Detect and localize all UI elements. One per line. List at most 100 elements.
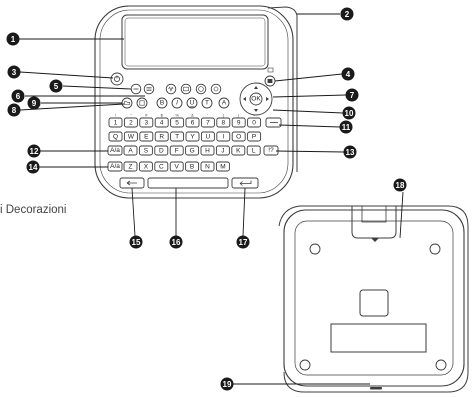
key-u[interactable]: U — [200, 131, 215, 142]
key-label: Q — [113, 133, 118, 140]
key-2[interactable]: 2" — [123, 113, 138, 128]
key-label: O — [236, 133, 241, 140]
key-h[interactable]: H — [200, 145, 215, 156]
key-1[interactable]: 1! — [108, 113, 123, 128]
info-label — [330, 323, 427, 353]
key-3[interactable]: 3# — [139, 113, 154, 128]
key-4[interactable]: 4$ — [154, 113, 169, 128]
key-label: 2 — [129, 119, 133, 126]
key-j[interactable]: J — [215, 145, 230, 156]
key-label: I — [222, 133, 224, 140]
underline-label: U — [190, 100, 195, 107]
callout-14: 14 — [26, 160, 40, 174]
key-7[interactable]: 7' — [200, 113, 215, 128]
key-l[interactable]: L — [246, 145, 261, 156]
text-size-label: T — [205, 100, 209, 107]
key-q[interactable]: Q — [108, 131, 123, 142]
usb-port — [370, 387, 382, 390]
underline-button[interactable] — [186, 97, 198, 109]
key-label: L — [252, 147, 256, 154]
key-y[interactable]: Y — [185, 131, 200, 142]
key-r[interactable]: R — [154, 131, 169, 142]
key-label: T — [175, 133, 179, 140]
key-5[interactable]: 5% — [170, 113, 185, 128]
space-key[interactable] — [147, 177, 229, 189]
italic-button[interactable] — [171, 97, 183, 109]
symbols-key[interactable]: !? — [263, 145, 279, 156]
key-c[interactable]: C — [154, 161, 169, 172]
backspace-key[interactable] — [265, 117, 282, 128]
cursor-left-key[interactable] — [119, 177, 145, 189]
callout-16: 16 — [169, 235, 183, 249]
key-symbol: = — [253, 113, 256, 118]
key-v[interactable]: V — [169, 161, 184, 172]
left-arrow-icon[interactable] — [243, 97, 246, 101]
key-g[interactable]: G — [185, 145, 200, 156]
key-w[interactable]: W — [123, 131, 138, 142]
key-9[interactable]: 9) — [231, 113, 246, 128]
frame-button[interactable] — [180, 83, 192, 95]
font-button[interactable] — [218, 97, 230, 109]
up-arrow-icon[interactable] — [254, 86, 258, 89]
settings-button[interactable] — [210, 83, 222, 95]
ok-button[interactable] — [249, 92, 263, 106]
right-arrow-icon[interactable] — [266, 97, 269, 101]
key-d[interactable]: D — [154, 145, 169, 156]
key-label: 1 — [114, 119, 118, 126]
key-0[interactable]: 0= — [247, 113, 262, 128]
down-arrow-icon[interactable] — [254, 109, 258, 112]
key-label: N — [205, 163, 210, 170]
save-button[interactable] — [136, 97, 148, 109]
open-folder-button[interactable] — [121, 97, 133, 109]
key-k[interactable]: K — [231, 145, 246, 156]
key-a[interactable]: A — [123, 145, 138, 156]
key-label: U — [206, 133, 211, 140]
function-button-row — [130, 83, 222, 95]
key-b[interactable]: B — [185, 161, 200, 172]
callout-4: 4 — [341, 67, 355, 81]
key-m[interactable]: M — [215, 161, 230, 172]
callout-number: 17 — [239, 238, 248, 247]
key-symbol: ' — [208, 113, 209, 118]
callout-2: 2 — [340, 7, 354, 21]
callout-number: 15 — [132, 238, 141, 247]
callout-3: 3 — [7, 65, 21, 79]
text-size-button[interactable] — [201, 97, 213, 109]
key-6[interactable]: 6& — [185, 113, 200, 128]
callout-11: 11 — [339, 120, 353, 134]
key-label: 4 — [160, 119, 164, 126]
aa-key[interactable]: A/a — [107, 145, 123, 156]
callout-number: 8 — [12, 106, 17, 115]
key-f[interactable]: F — [169, 145, 184, 156]
key-8[interactable]: 8( — [216, 113, 231, 128]
key-symbol: ! — [115, 113, 116, 118]
key-i[interactable]: I — [216, 131, 231, 142]
key-e[interactable]: E — [139, 131, 154, 142]
key-n[interactable]: N — [200, 161, 215, 172]
lcd-display — [121, 14, 269, 70]
key-x[interactable]: X — [138, 161, 153, 172]
key-p[interactable]: P — [247, 131, 262, 142]
font-label: A — [222, 100, 227, 107]
template-button[interactable] — [195, 83, 207, 95]
print-button[interactable] — [264, 75, 276, 87]
key-z[interactable]: Z — [123, 161, 138, 172]
key-t[interactable]: T — [170, 131, 185, 142]
symbol-button[interactable] — [165, 83, 177, 95]
power-button[interactable] — [110, 72, 124, 86]
screw-hole — [309, 243, 321, 255]
shift-key[interactable]: A/a — [107, 161, 123, 172]
printer-icon — [267, 67, 274, 73]
callout-number: 9 — [32, 99, 37, 108]
key-o[interactable]: O — [231, 131, 246, 142]
key-label: B — [190, 163, 194, 170]
key-symbol: ) — [238, 113, 240, 118]
key-symbol: & — [191, 113, 194, 118]
bold-button[interactable] — [156, 97, 168, 109]
enter-key[interactable] — [231, 177, 259, 189]
callout-number: 12 — [30, 147, 39, 156]
key-s[interactable]: S — [138, 145, 153, 156]
callout-8: 8 — [7, 103, 21, 117]
callout-10: 10 — [342, 106, 356, 120]
